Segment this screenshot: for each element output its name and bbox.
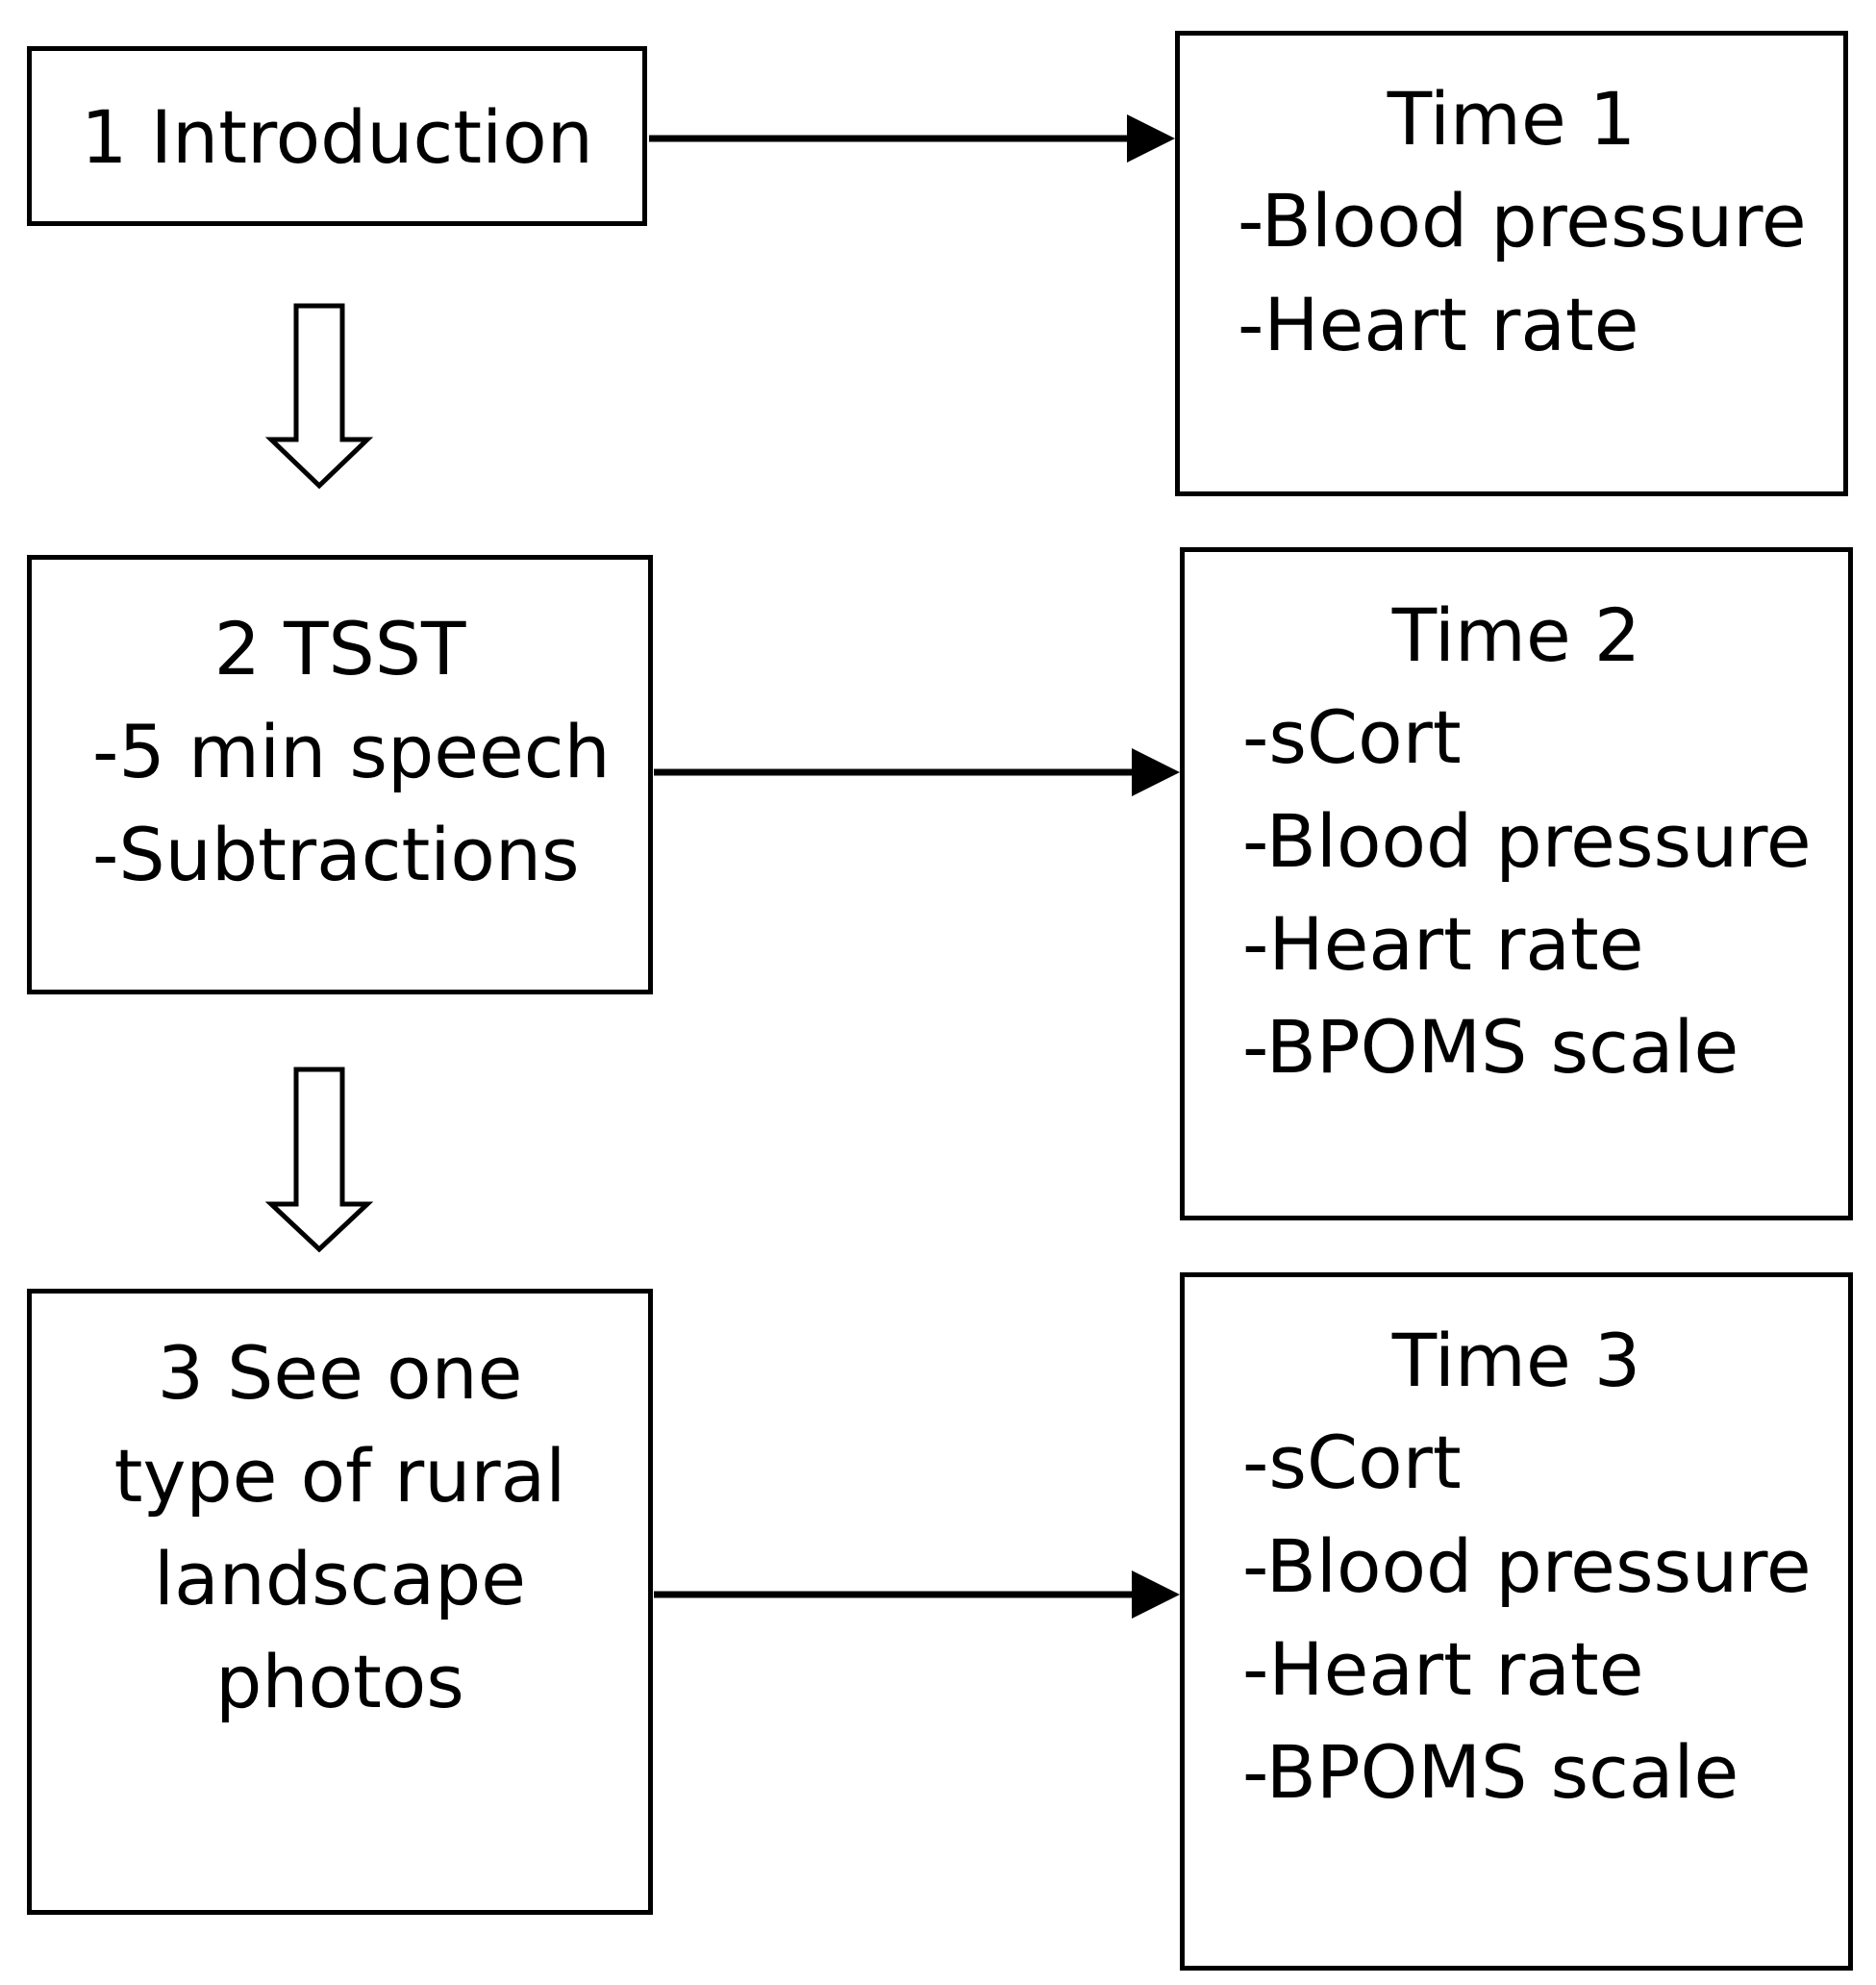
step-2-box: 2 TSST -5 min speech -Subtractions xyxy=(27,555,653,994)
arrow-step2-to-time2 xyxy=(654,748,1180,796)
arrow-step3-to-time3 xyxy=(654,1570,1180,1619)
time-2-item-scort: -sCort xyxy=(1242,694,1462,780)
step-3-line-4: photos xyxy=(215,1639,464,1724)
time-2-item-blood-pressure: -Blood pressure xyxy=(1242,798,1812,884)
time-3-box: Time 3 -sCort -Blood pressure -Heart rat… xyxy=(1180,1272,1853,1971)
step-3-line-3: landscape xyxy=(153,1536,527,1621)
down-arrow-step2-to-step3 xyxy=(264,1067,374,1253)
step-3-line-1: 3 See one xyxy=(157,1330,523,1416)
step-1-box: 1 Introduction xyxy=(27,46,647,226)
time-3-item-bpoms-scale: -BPOMS scale xyxy=(1242,1729,1739,1815)
step-3-line-2: type of rural xyxy=(113,1433,566,1519)
step-2-item-speech: -5 min speech xyxy=(92,709,611,794)
arrow-step1-to-time1 xyxy=(649,114,1175,163)
time-3-title: Time 3 xyxy=(1391,1318,1641,1403)
time-1-box: Time 1 -Blood pressure -Heart rate xyxy=(1175,31,1848,496)
time-3-item-heart-rate: -Heart rate xyxy=(1242,1626,1644,1712)
step-1-title: 1 Introduction xyxy=(81,94,593,180)
step-2-title: 2 TSST xyxy=(213,606,466,691)
time-1-item-blood-pressure: -Blood pressure xyxy=(1238,178,1807,264)
time-1-title: Time 1 xyxy=(1387,76,1637,162)
step-2-item-subtractions: -Subtractions xyxy=(92,812,580,897)
time-2-title: Time 2 xyxy=(1391,592,1641,678)
time-2-item-heart-rate: -Heart rate xyxy=(1242,901,1644,987)
time-2-item-bpoms-scale: -BPOMS scale xyxy=(1242,1004,1739,1090)
down-arrow-step1-to-step2 xyxy=(264,303,374,490)
step-3-box: 3 See one type of rural landscape photos xyxy=(27,1289,653,1915)
time-3-item-blood-pressure: -Blood pressure xyxy=(1242,1523,1812,1609)
time-2-box: Time 2 -sCort -Blood pressure -Heart rat… xyxy=(1180,547,1853,1220)
time-3-item-scort: -sCort xyxy=(1242,1420,1462,1505)
time-1-item-heart-rate: -Heart rate xyxy=(1238,282,1639,367)
